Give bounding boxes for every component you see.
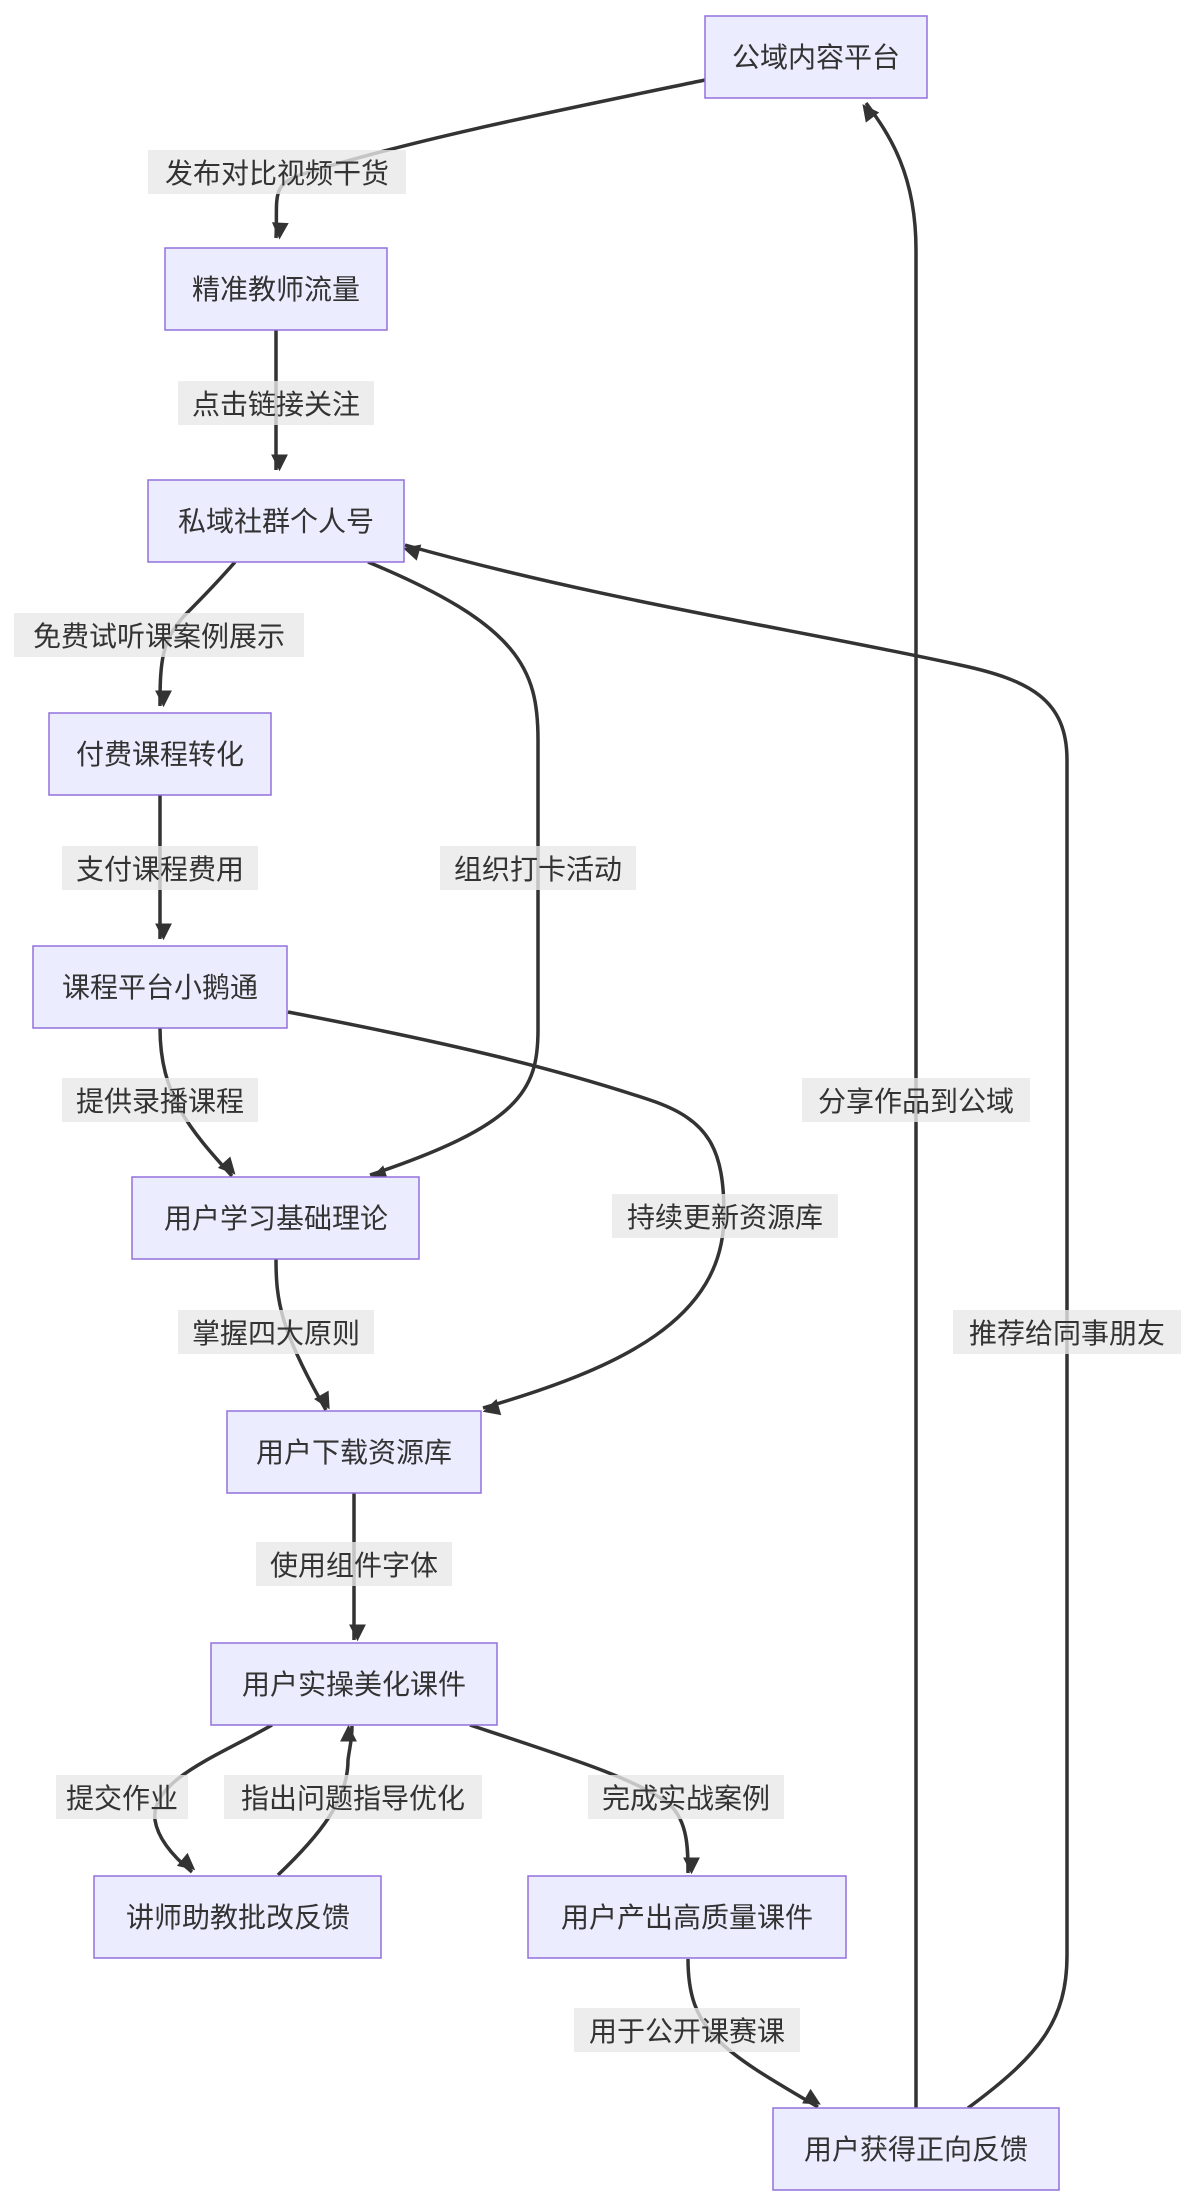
edge-label-publish-video: 发布对比视频干货 xyxy=(148,150,406,194)
edge-label-four-principles: 掌握四大原则 xyxy=(178,1310,374,1354)
node-teacher-traffic: 精准教师流量 xyxy=(164,247,388,331)
edge-label-text: 掌握四大原则 xyxy=(192,1317,360,1350)
edge-label-text: 免费试听课案例展示 xyxy=(33,620,285,653)
node-label: 用户学习基础理论 xyxy=(164,1202,388,1235)
edge-label-text: 组织打卡活动 xyxy=(454,853,622,886)
edge-label-text: 指出问题指导优化 xyxy=(241,1782,465,1815)
node-label: 付费课程转化 xyxy=(76,738,244,771)
edge-feedback-to-public xyxy=(862,101,918,2108)
node-download-library: 用户下载资源库 xyxy=(226,1410,482,1494)
edge-label-text: 提供录播课程 xyxy=(76,1085,244,1118)
edge-label-public-class: 用于公开课赛课 xyxy=(574,2008,800,2052)
edge-label-recorded-course: 提供录播课程 xyxy=(62,1078,258,1122)
node-label: 课程平台小鹅通 xyxy=(62,971,258,1004)
edge-label-text: 用于公开课赛课 xyxy=(589,2015,785,2048)
node-label: 精准教师流量 xyxy=(192,273,360,306)
edge-label-text: 使用组件字体 xyxy=(270,1549,438,1582)
node-label: 用户下载资源库 xyxy=(256,1436,452,1469)
edge-label-text: 提交作业 xyxy=(66,1782,178,1815)
node-positive-feedback: 用户获得正向反馈 xyxy=(772,2107,1060,2191)
edge-label-text: 分享作品到公域 xyxy=(818,1085,1014,1118)
edge-label-text: 点击链接关注 xyxy=(192,388,360,421)
edge-label-click-follow: 点击链接关注 xyxy=(178,381,374,425)
edge-label-text: 支付课程费用 xyxy=(76,853,244,886)
edge-label-complete-case: 完成实战案例 xyxy=(588,1775,784,1819)
node-public-platform: 公域内容平台 xyxy=(704,15,928,99)
edge-label-share-to-public: 分享作品到公域 xyxy=(802,1078,1030,1122)
node-learn-theory: 用户学习基础理论 xyxy=(131,1176,420,1260)
node-instructor-review: 讲师助教批改反馈 xyxy=(93,1875,382,1959)
node-label: 用户实操美化课件 xyxy=(242,1668,466,1701)
edge-label-point-out-issues: 指出问题指导优化 xyxy=(224,1775,482,1819)
edge-label-use-components: 使用组件字体 xyxy=(256,1542,452,1586)
node-label: 讲师助教批改反馈 xyxy=(126,1901,350,1934)
node-paid-conversion: 付费课程转化 xyxy=(48,712,272,796)
node-practice-beautify: 用户实操美化课件 xyxy=(210,1642,498,1726)
edge-label-checkin-activity: 组织打卡活动 xyxy=(440,846,636,890)
node-label: 公域内容平台 xyxy=(732,41,900,74)
edge-label-text: 持续更新资源库 xyxy=(627,1201,823,1234)
edge-feedback-to-community xyxy=(402,543,1069,2110)
node-label: 用户产出高质量课件 xyxy=(561,1901,813,1934)
node-label: 用户获得正向反馈 xyxy=(804,2133,1028,2166)
edge-label-recommend-friends: 推荐给同事朋友 xyxy=(953,1310,1181,1354)
node-course-platform: 课程平台小鹅通 xyxy=(32,945,288,1029)
edge-label-submit-homework: 提交作业 xyxy=(56,1775,188,1819)
node-label: 私域社群个人号 xyxy=(178,505,374,538)
edge-label-pay-fee: 支付课程费用 xyxy=(62,846,258,890)
edge-platform-to-library xyxy=(287,1010,726,1416)
edge-label-update-library: 持续更新资源库 xyxy=(612,1194,838,1238)
edge-review-to-practice xyxy=(276,1724,357,1877)
node-produce-courseware: 用户产出高质量课件 xyxy=(527,1875,847,1959)
node-private-community: 私域社群个人号 xyxy=(147,479,405,563)
edge-label-free-trial: 免费试听课案例展示 xyxy=(14,613,304,657)
edge-label-text: 发布对比视频干货 xyxy=(165,157,389,190)
edge-label-text: 推荐给同事朋友 xyxy=(969,1317,1165,1350)
edge-label-text: 完成实战案例 xyxy=(602,1782,770,1815)
